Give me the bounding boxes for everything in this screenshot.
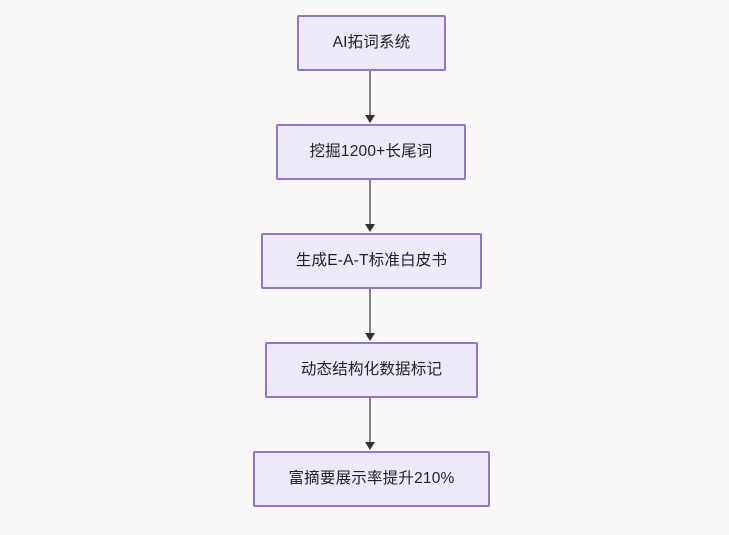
- arrowhead-node5: [365, 442, 375, 450]
- edge-node3-node4: [369, 289, 371, 334]
- flow-node-label: 挖掘1200+长尾词: [309, 143, 433, 161]
- flow-node-label: 动态结构化数据标记: [300, 361, 443, 379]
- flow-node-label: 生成E-A-T标准白皮书: [295, 252, 448, 270]
- flow-node-dynamic-structured-data-markup[interactable]: 动态结构化数据标记: [265, 342, 478, 398]
- edge-node2-node3: [369, 180, 371, 225]
- arrowhead-node2: [365, 115, 375, 123]
- flow-node-label: AI拓词系统: [332, 34, 411, 52]
- flow-node-rich-snippet-rate-increase[interactable]: 富摘要展示率提升210%: [253, 451, 490, 507]
- flow-node-mine-longtail-keywords[interactable]: 挖掘1200+长尾词: [276, 124, 466, 180]
- flow-node-generate-eat-whitepaper[interactable]: 生成E-A-T标准白皮书: [261, 233, 482, 289]
- flow-node-ai-keyword-system[interactable]: AI拓词系统: [297, 15, 446, 71]
- edge-node4-node5: [369, 398, 371, 443]
- edge-node1-node2: [369, 71, 371, 116]
- arrowhead-node4: [365, 333, 375, 341]
- flow-node-label: 富摘要展示率提升210%: [288, 470, 455, 488]
- arrowhead-node3: [365, 224, 375, 232]
